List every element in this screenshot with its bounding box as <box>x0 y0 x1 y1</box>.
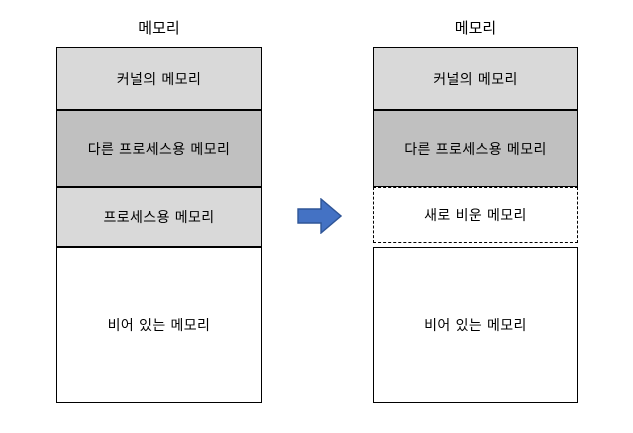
memory-before-block: 프로세스용 메모리 <box>56 187 262 247</box>
memory-before-block: 비어 있는 메모리 <box>56 247 262 403</box>
memory-after-block: 다른 프로세스용 메모리 <box>373 110 578 187</box>
memory-before-block: 커널의 메모리 <box>56 47 262 110</box>
left-column-title: 메모리 <box>138 19 180 37</box>
memory-after-block: 새로 비운 메모리 <box>373 187 578 243</box>
memory-after-block: 비어 있는 메모리 <box>373 247 578 403</box>
memory-before-block-label: 프로세스용 메모리 <box>103 210 215 226</box>
memory-before-block-label: 커널의 메모리 <box>116 71 202 88</box>
right-column-title: 메모리 <box>454 19 497 37</box>
memory-after-block-label: 새로 비운 메모리 <box>424 208 527 224</box>
memory-before-block-label: 비어 있는 메모리 <box>107 318 211 334</box>
right-arrow-icon <box>297 197 343 238</box>
memory-before-block-label: 다른 프로세스용 메모리 <box>87 141 231 158</box>
memory-after-block-label: 비어 있는 메모리 <box>424 318 527 334</box>
memory-before-block: 다른 프로세스용 메모리 <box>56 110 262 187</box>
memory-after-block-label: 커널의 메모리 <box>433 71 518 88</box>
memory-after-block-label: 다른 프로세스용 메모리 <box>404 141 547 158</box>
memory-after-block: 커널의 메모리 <box>373 47 578 110</box>
